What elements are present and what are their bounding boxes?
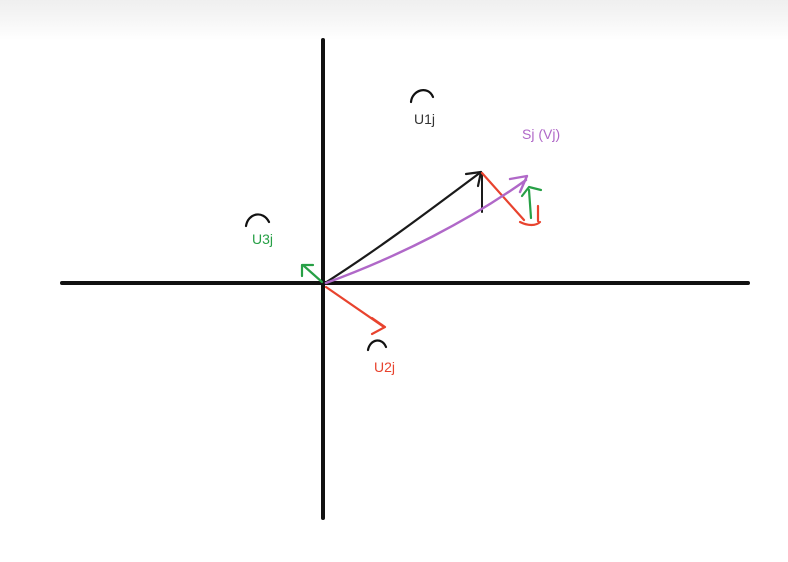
s-vector: [324, 178, 528, 285]
u2-label: U2j: [374, 359, 395, 375]
u3-arrowhead: [300, 263, 315, 278]
u1-hat-mark: [409, 89, 435, 104]
u3-component-at-tip: [527, 188, 533, 220]
u1-arrowhead: [464, 170, 483, 188]
u2-arrowhead: [370, 316, 387, 336]
u1-vector: [323, 170, 483, 285]
u3-vector: [302, 264, 324, 284]
u3-label: U3j: [252, 231, 273, 247]
u2-hat-mark: [366, 339, 388, 352]
u2-component-arrowhead: [518, 204, 542, 227]
s-arrowhead: [508, 174, 529, 194]
u3-hat-mark: [244, 213, 271, 228]
u3-component-arrowhead: [520, 185, 543, 198]
s-label: Sj (Vj): [522, 126, 560, 142]
u1-label: U1j: [414, 111, 435, 127]
